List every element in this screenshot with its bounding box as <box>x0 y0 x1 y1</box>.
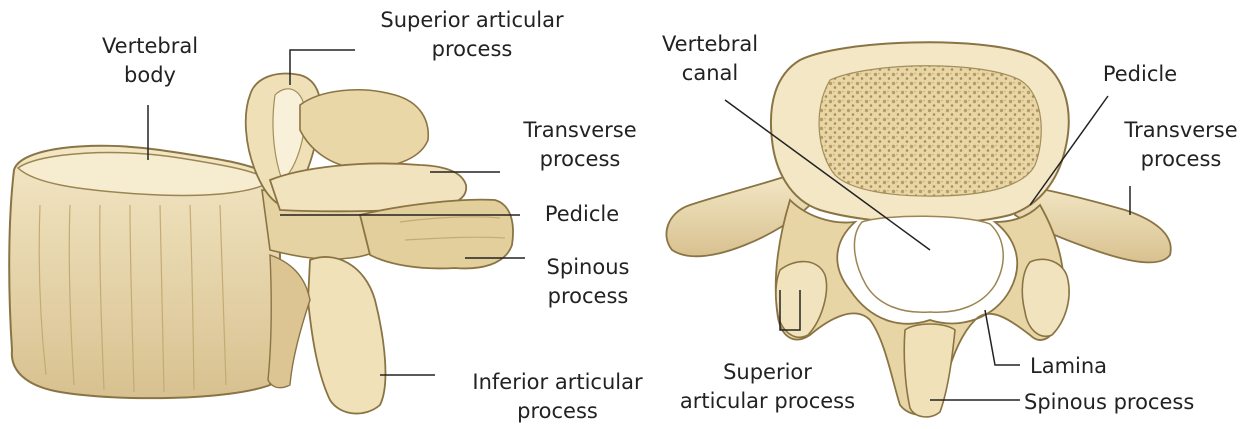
label-pedicle-right: Pedicle <box>1085 60 1195 89</box>
label-vertebral-body: Vertebral body <box>85 32 215 90</box>
label-lamina: Lamina <box>1030 352 1140 381</box>
superior-cancellous-bone <box>819 66 1041 196</box>
label-inferior-articular-process: Inferior articular process <box>445 368 670 426</box>
label-superior-articular-process: Superior articular process <box>362 6 582 64</box>
label-superior-articular-process-right: Superior articular process <box>660 358 875 416</box>
label-spinous-process-left: Spinous process <box>528 253 648 311</box>
lateral-view-vertebra <box>9 74 513 414</box>
label-transverse-process-right: Transverse process <box>1108 116 1254 174</box>
superior-spinous-process <box>904 324 955 417</box>
label-pedicle-left: Pedicle <box>527 200 637 229</box>
lateral-inferior-articular-process <box>308 257 385 414</box>
label-spinous-process-right: Spinous process <box>1024 388 1244 417</box>
lateral-lamina <box>300 90 428 168</box>
superior-vertebral-canal <box>854 216 1003 312</box>
superior-right-articular-process <box>1022 259 1069 336</box>
lateral-lower-arch <box>268 255 310 388</box>
label-transverse-process-left: Transverse process <box>505 116 655 174</box>
label-vertebral-canal: Vertebral canal <box>645 30 775 88</box>
